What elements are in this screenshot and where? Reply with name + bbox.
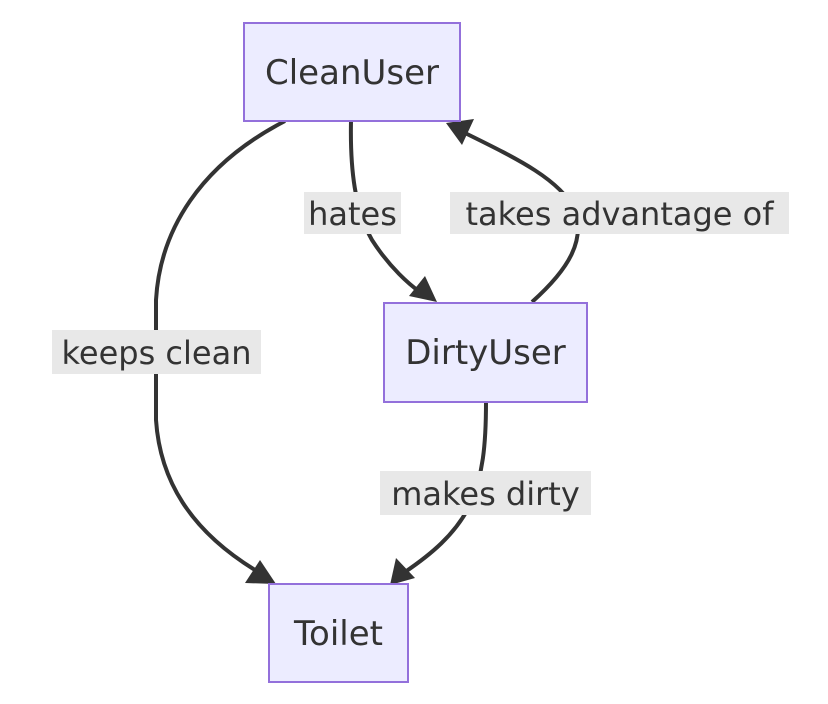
- node-toilet[interactable]: Toilet: [268, 583, 409, 683]
- label-makes-dirty-text: makes dirty: [391, 475, 580, 513]
- arrow-head-makes-dirty: [390, 558, 415, 585]
- edge-labels: hates takes advantage of keeps clean mak…: [52, 192, 789, 515]
- label-keeps-clean: keeps clean: [52, 330, 261, 374]
- label-hates: hates: [304, 192, 401, 234]
- label-takes-advantage-of-text: takes advantage of: [466, 195, 775, 233]
- node-dirty-user-label: DirtyUser: [405, 333, 566, 373]
- label-hates-text: hates: [308, 195, 397, 233]
- edge-keeps-clean: [154, 119, 286, 572]
- arrow-head-takes-advantage-of: [446, 119, 474, 145]
- label-makes-dirty: makes dirty: [380, 471, 591, 515]
- label-takes-advantage-of: takes advantage of: [450, 192, 789, 234]
- label-keeps-clean-text: keeps clean: [62, 334, 252, 372]
- node-dirty-user[interactable]: DirtyUser: [383, 302, 588, 403]
- node-toilet-label: Toilet: [293, 614, 383, 654]
- nodes: CleanUser DirtyUser Toilet: [243, 22, 588, 683]
- edge-hates: [348, 120, 422, 294]
- node-clean-user[interactable]: CleanUser: [243, 22, 461, 122]
- node-clean-user-label: CleanUser: [265, 53, 439, 93]
- arrow-head-hates: [409, 276, 437, 302]
- arrow-head-keeps-clean: [245, 560, 276, 584]
